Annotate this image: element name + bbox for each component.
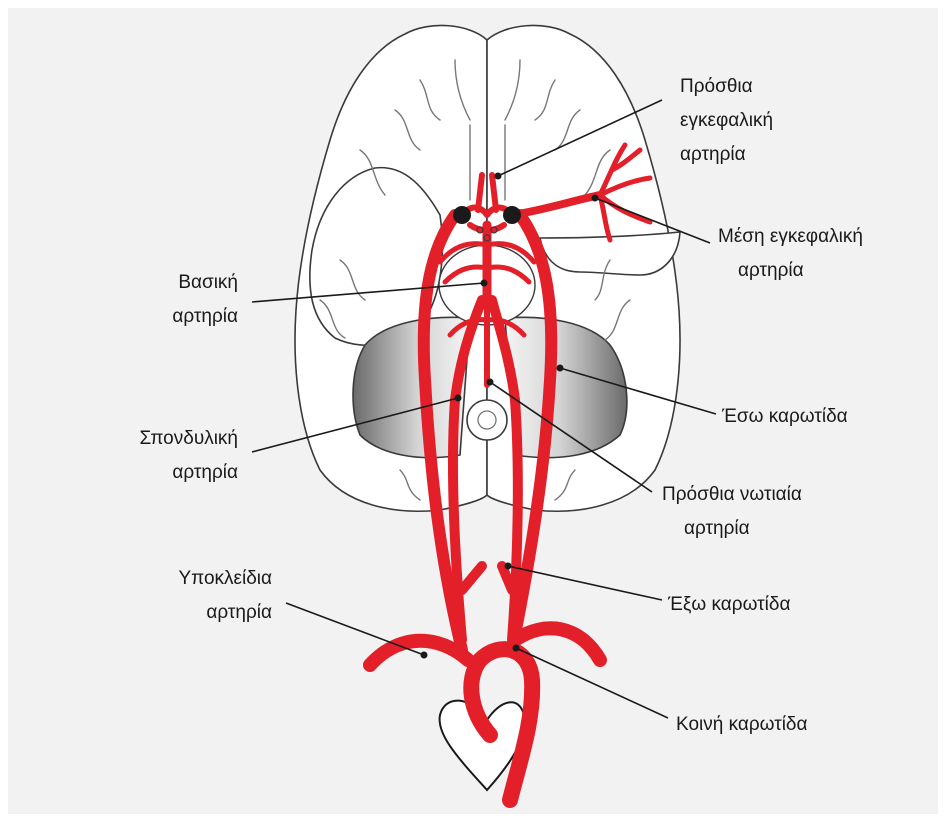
label-internal-carotid: Έσω καρωτίδα bbox=[721, 406, 848, 427]
leader-external-carotid bbox=[508, 566, 662, 600]
right-external-carotid bbox=[502, 566, 512, 590]
label-vertebral-2: αρτηρία bbox=[172, 462, 238, 483]
label-common-carotid: Κοινή καρωτίδα bbox=[676, 714, 808, 735]
left-carotid-terminal bbox=[453, 206, 471, 224]
label-anterior-cerebral-3: αρτηρία bbox=[680, 144, 746, 165]
label-anterior-cerebral-1: Πρόσθια bbox=[680, 76, 753, 97]
right-carotid-terminal bbox=[503, 206, 521, 224]
label-vertebral-1: Σπονδυλική bbox=[140, 428, 239, 449]
label-anterior-cerebral-2: εγκεφαλική bbox=[680, 110, 773, 131]
label-subclavian-1: Υποκλείδια bbox=[178, 568, 272, 589]
label-anterior-spinal-1: Πρόσθια νωτιαία bbox=[662, 484, 802, 505]
label-middle-cerebral-1: Μέση εγκεφαλική bbox=[718, 226, 863, 247]
spinal-cord-section bbox=[467, 400, 507, 440]
label-anterior-spinal-2: αρτηρία bbox=[684, 518, 750, 539]
leader-dot bbox=[481, 280, 488, 287]
label-external-carotid: Έξω καρωτίδα bbox=[667, 594, 790, 615]
left-external-carotid bbox=[462, 566, 482, 590]
leader-dot bbox=[592, 195, 599, 202]
label-basilar-1: Βασική bbox=[178, 272, 238, 293]
label-subclavian-2: αρτηρία bbox=[206, 602, 272, 623]
leader-subclavian bbox=[286, 603, 424, 655]
leader-dot bbox=[505, 563, 512, 570]
leader-dot bbox=[487, 379, 494, 386]
leader-dot bbox=[455, 395, 462, 402]
leader-dot bbox=[513, 645, 520, 652]
leader-dot bbox=[495, 173, 502, 180]
label-middle-cerebral-2: αρτηρία bbox=[738, 260, 804, 281]
label-basilar-2: αρτηρία bbox=[172, 306, 238, 327]
leader-dot bbox=[557, 365, 564, 372]
leader-dot bbox=[421, 652, 428, 659]
